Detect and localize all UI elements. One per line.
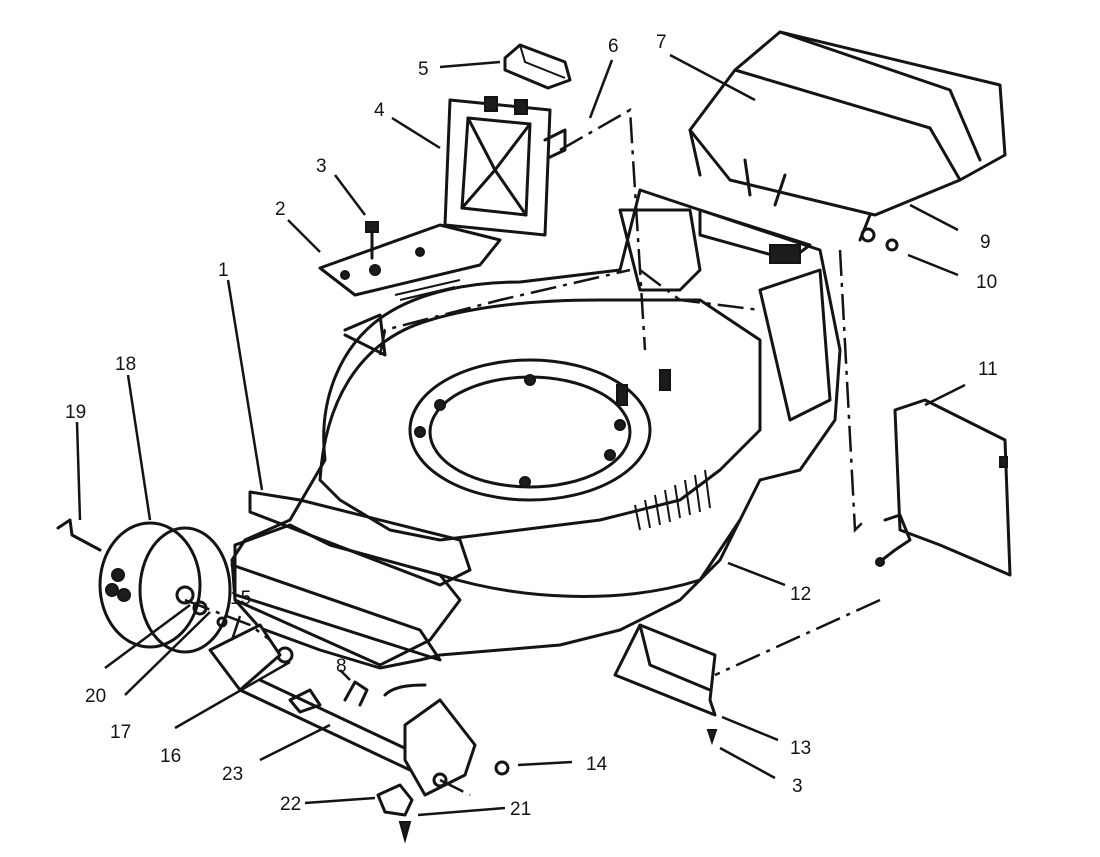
callout-label: 16 [160,746,181,767]
screw [398,821,412,844]
callout-label: 17 [110,722,131,743]
bracket [613,623,717,717]
axle-assembly [208,623,477,797]
callout-label: 5 [418,59,429,80]
callout-label: 14 [586,754,608,775]
washer [885,238,899,252]
bolt [365,221,379,260]
callout-label: 6 [608,36,619,57]
callout-label: 9 [980,232,991,253]
rear-cover [688,30,1007,243]
callout-label: 13 [790,738,811,759]
callout-label: 23 [222,764,243,785]
nut [494,760,510,776]
callout-label: 18 [115,354,136,375]
side-flap [875,398,1012,577]
callout-label: 3 [792,776,803,797]
callout-label: 22 [280,794,301,815]
callout-label: 7 [656,32,667,53]
callout-label: 12 [790,584,811,605]
callout-label: 10 [976,272,997,293]
mulch-plate [318,223,502,301]
callout-label: 11 [978,359,998,380]
wheel [98,521,232,654]
bolt-lower [706,729,718,746]
axle-clip [376,783,414,817]
callout-label: 19 [65,402,86,423]
chute-frame [443,96,567,237]
clip [343,680,427,707]
callout-label: 15 [230,588,251,609]
callout-label: 21 [510,799,531,820]
alignment-lines [184,107,881,797]
handle-block [503,43,572,90]
callout-label: 4 [374,100,385,121]
callout-label: 20 [85,686,106,707]
callout-labels: 1 2 3 4 5 6 7 8 9 10 11 12 13 3 14 15 16… [65,32,998,820]
wheel-bolt [56,518,102,552]
axle-washer [216,616,228,628]
callout-label: 1 [218,260,229,281]
mower-deck [230,188,842,670]
callout-label: 3 [316,156,327,177]
callout-label: 8 [336,656,347,677]
callout-label: 2 [275,199,286,220]
leader-lines [75,53,966,817]
deck-vents [634,469,711,531]
